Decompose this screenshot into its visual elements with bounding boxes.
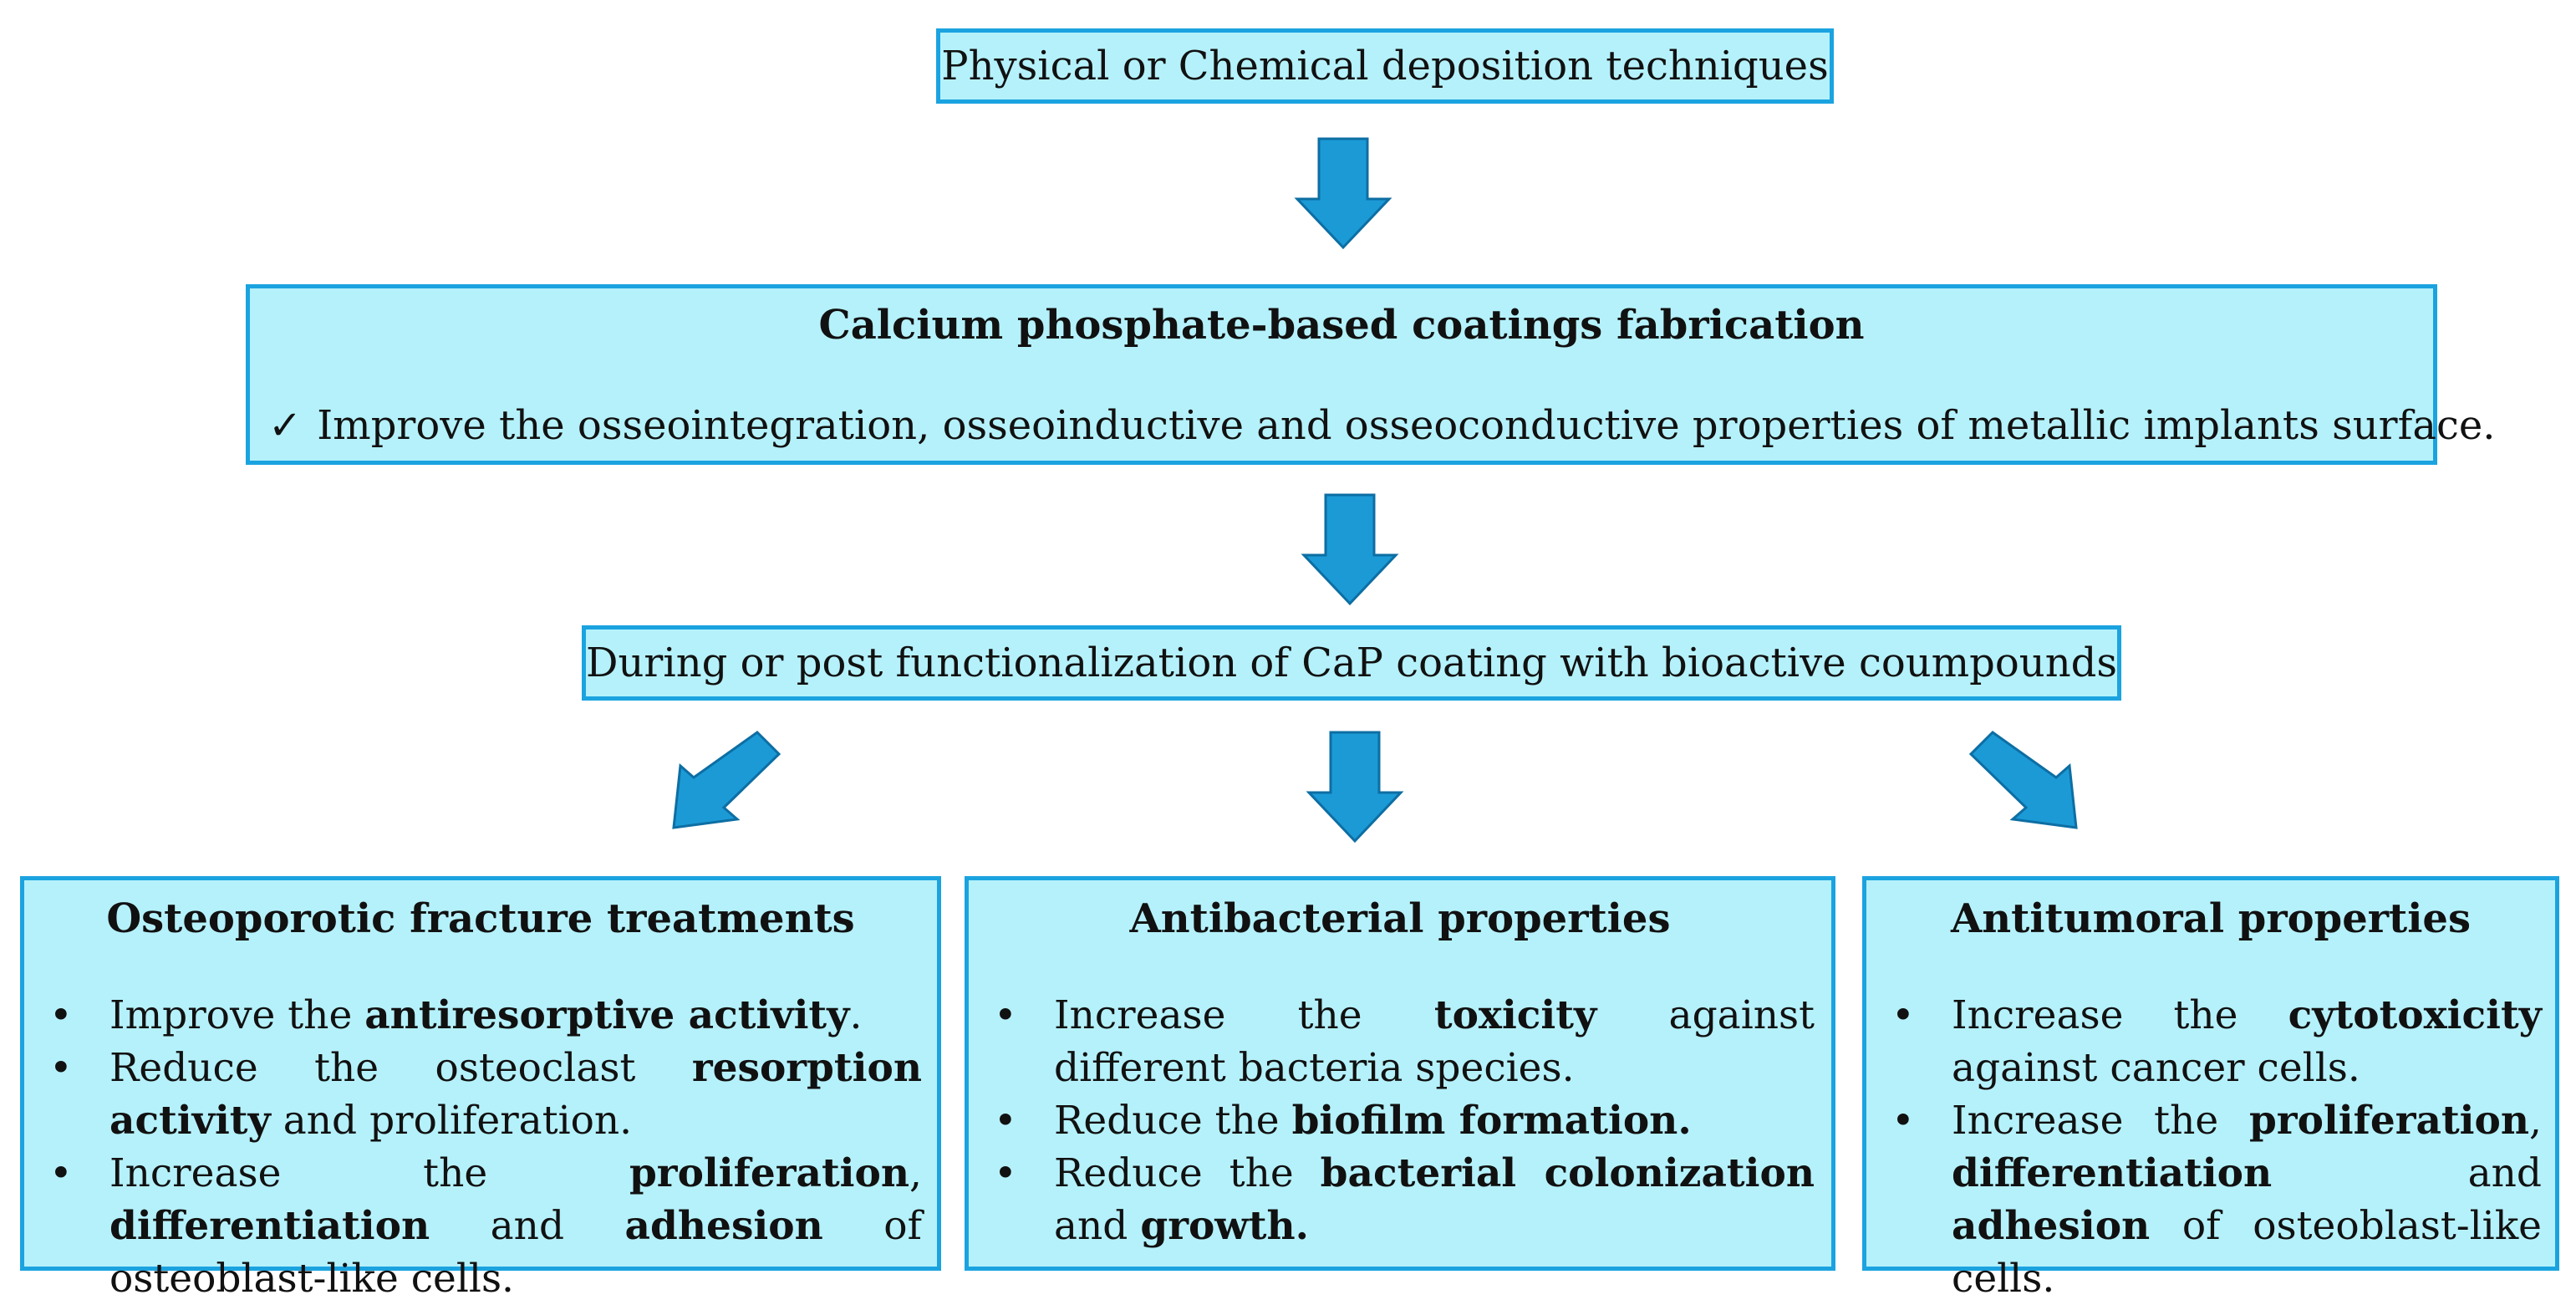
plain-text: Increase the <box>1952 1098 2249 1144</box>
emphasis-text: toxicity <box>1433 992 1597 1038</box>
list-item: Reduce the osteoclast resorption activit… <box>36 1042 922 1147</box>
branch-antibacterial-list: Increase the toxicity against different … <box>980 989 1815 1252</box>
arrow-down-center <box>1306 731 1404 844</box>
branch-antitumoral-box: Antitumoral properties Increase the cyto… <box>1862 876 2559 1302</box>
step-coating-box: Calcium phosphate-based coatings fabrica… <box>246 284 2496 465</box>
emphasis-text: adhesion <box>1952 1203 2151 1249</box>
step-coating-point: ✓ Improve the osseointegration, osseoindu… <box>268 402 2496 449</box>
emphasis-text: resorption activity <box>109 1045 922 1144</box>
list-item: Increase the toxicity against different … <box>980 989 1815 1094</box>
plain-text: , <box>909 1150 922 1196</box>
list-item: Improve the antiresorptive activity. <box>36 989 922 1042</box>
branch-antitumoral-title: Antitumoral properties <box>1951 895 2471 942</box>
list-item: Increase the cytotoxicity against cancer… <box>1878 989 2542 1094</box>
step-functionalization-box: During or post functionalization of CaP … <box>582 625 2121 701</box>
emphasis-text: biofilm formation. <box>1291 1098 1692 1144</box>
plain-text: Increase the <box>109 1150 629 1196</box>
branch-antibacterial-box: Antibacterial properties Increase the to… <box>965 876 1835 1271</box>
plain-text: Reduce the <box>1054 1098 1292 1144</box>
plain-text: Reduce the <box>1054 1150 1321 1196</box>
step-deposition-box: Physical or Chemical deposition techniqu… <box>936 28 1834 104</box>
checkmark-icon: ✓ <box>268 402 303 449</box>
list-item: Reduce the biofilm formation. <box>980 1094 1815 1147</box>
list-item: Increase the proliferation, differentiat… <box>1878 1094 2542 1305</box>
plain-text: Increase the <box>1952 992 2288 1038</box>
plain-text: against cancer cells. <box>1952 1045 2360 1091</box>
plain-text: against different bacteria species. <box>1054 992 1815 1091</box>
plain-text: and <box>1054 1203 1141 1249</box>
list-item: Increase the proliferation, differentiat… <box>36 1147 922 1305</box>
arrow-down-2 <box>1301 493 1399 606</box>
emphasis-text: differentiation <box>1952 1150 2273 1196</box>
branch-osteoporotic-box: Osteoporotic fracture treatments Improve… <box>20 876 941 1302</box>
emphasis-text: bacterial colonization <box>1320 1150 1815 1196</box>
emphasis-text: proliferation <box>2248 1098 2530 1144</box>
branch-osteoporotic-title: Osteoporotic fracture treatments <box>106 895 855 942</box>
step-coating-point-text: Improve the osseointegration, osseoinduc… <box>317 402 2496 449</box>
arrow-down-1 <box>1294 137 1392 250</box>
plain-text: of osteoblast-like cells. <box>109 1203 922 1302</box>
branch-osteoporotic-list: Improve the antiresorptive activity.Redu… <box>36 989 922 1305</box>
plain-text: Improve the <box>109 992 365 1038</box>
emphasis-text: antiresorptive activity <box>364 992 850 1038</box>
emphasis-text: proliferation <box>629 1150 910 1196</box>
plain-text: . <box>849 992 863 1038</box>
branch-antibacterial-title: Antibacterial properties <box>1129 895 1671 942</box>
plain-text: and <box>430 1203 625 1249</box>
emphasis-text: growth. <box>1140 1203 1310 1249</box>
step-coating-title: Calcium phosphate-based coatings fabrica… <box>818 302 1865 349</box>
step-deposition-label: Physical or Chemical deposition techniqu… <box>941 43 1829 89</box>
branch-antitumoral-list: Increase the cytotoxicity against cancer… <box>1878 989 2542 1305</box>
plain-text: and <box>2272 1150 2542 1196</box>
arrow-down-right <box>1968 731 2078 829</box>
arrow-down-left <box>672 731 781 829</box>
plain-text: of osteoblast-like cells. <box>1952 1203 2542 1302</box>
emphasis-text: differentiation <box>109 1203 430 1249</box>
plain-text: and proliferation. <box>270 1098 633 1144</box>
plain-text: Reduce the osteoclast <box>109 1045 692 1091</box>
emphasis-text: adhesion <box>624 1203 823 1249</box>
step-functionalization-label: During or post functionalization of CaP … <box>586 640 2117 686</box>
list-item: Reduce the bacterial colonization and gr… <box>980 1147 1815 1252</box>
plain-text: Increase the <box>1054 992 1434 1038</box>
emphasis-text: cytotoxicity <box>2288 992 2542 1038</box>
plain-text: , <box>2529 1098 2542 1144</box>
